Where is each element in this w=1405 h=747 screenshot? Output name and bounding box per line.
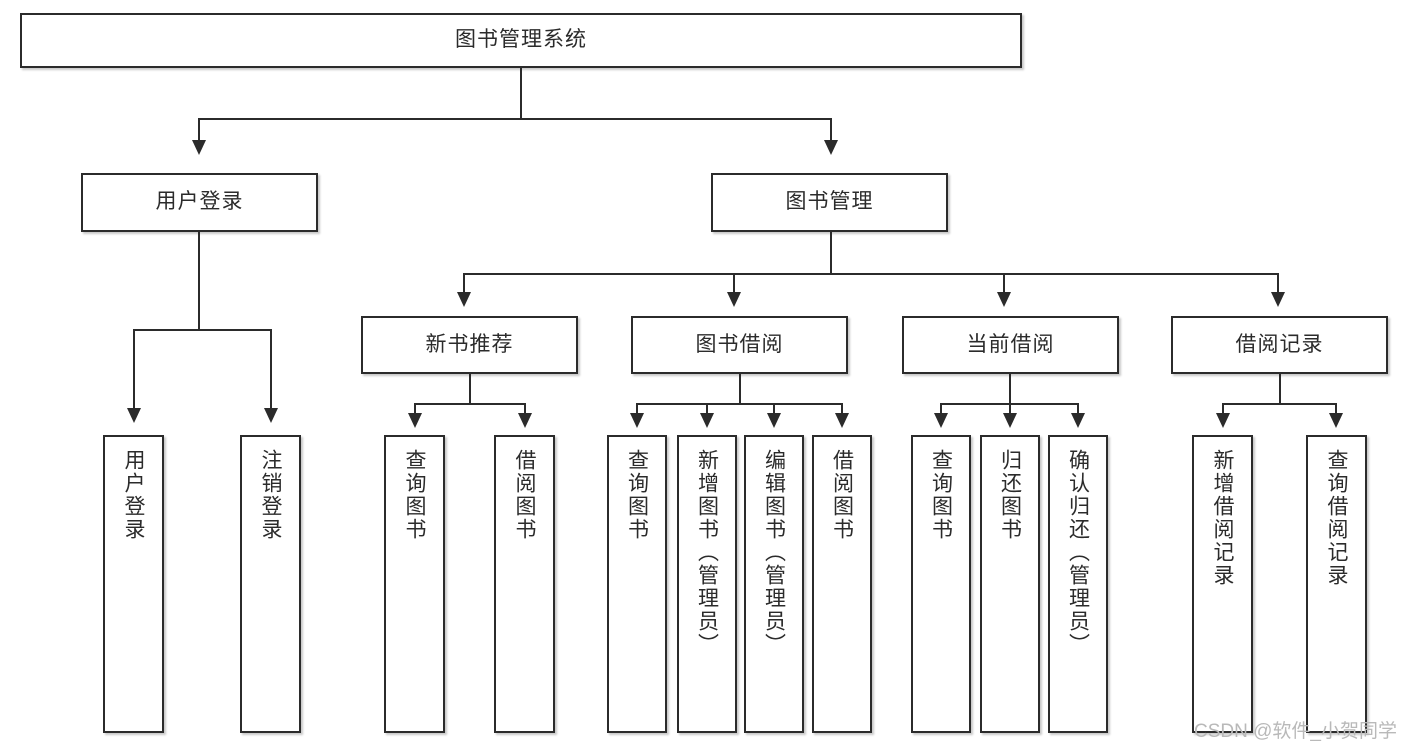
- connector-to-book-manage: [830, 118, 832, 143]
- arrowhead-to-book-borrow: [727, 292, 741, 307]
- leaf-logout[interactable]: 注销登录: [240, 435, 301, 733]
- connector-borrow-record-stem: [1279, 374, 1281, 404]
- connector-borrow-record-drop-1: [1222, 403, 1224, 416]
- arrowhead-book-borrow-leaf-4: [835, 413, 849, 428]
- connector-level1-bus: [198, 118, 832, 120]
- node-label: 查询图书: [403, 449, 427, 541]
- connector-to-new-book: [463, 273, 465, 295]
- arrowhead-to-user-login: [192, 140, 206, 155]
- connector-user-login-bus: [133, 329, 272, 331]
- connector-current-borrow-drop-1: [940, 403, 942, 416]
- arrowhead-borrow-record-leaf-1: [1216, 413, 1230, 428]
- arrowhead-to-current-borrow: [997, 292, 1011, 307]
- connector-user-login-drop-1: [133, 329, 135, 411]
- connector-new-book-stem: [469, 374, 471, 404]
- leaf-add-book-admin[interactable]: 新增图书（管理员）: [677, 435, 737, 733]
- connector-current-borrow-stem: [1009, 374, 1011, 404]
- node-root-system[interactable]: 图书管理系统: [20, 13, 1022, 68]
- arrowhead-current-borrow-leaf-1: [934, 413, 948, 428]
- arrowhead-to-borrow-record: [1271, 292, 1285, 307]
- leaf-add-borrow-record[interactable]: 新增借阅记录: [1192, 435, 1253, 733]
- node-label: 借阅记录: [1235, 332, 1324, 356]
- arrowhead-current-borrow-leaf-2: [1003, 413, 1017, 428]
- arrowhead-user-login-leaf-1: [127, 408, 141, 423]
- leaf-query-book-recommend[interactable]: 查询图书: [384, 435, 445, 733]
- leaf-query-book-current[interactable]: 查询图书: [911, 435, 971, 733]
- leaf-confirm-return-admin[interactable]: 确认归还（管理员）: [1048, 435, 1108, 733]
- connector-new-book-drop-2: [524, 403, 526, 416]
- node-label: 确认归还（管理员）: [1066, 449, 1090, 656]
- node-label: 图书管理系统: [455, 28, 587, 52]
- connector-borrow-record-bus: [1222, 403, 1337, 405]
- arrowhead-current-borrow-leaf-3: [1071, 413, 1085, 428]
- connector-book-borrow-drop-3: [773, 403, 775, 416]
- connector-to-current-borrow: [1003, 273, 1005, 295]
- connector-borrow-record-drop-2: [1335, 403, 1337, 416]
- connector-to-book-borrow: [733, 273, 735, 295]
- leaf-user-login[interactable]: 用户登录: [103, 435, 164, 733]
- leaf-borrow-book-recommend[interactable]: 借阅图书: [494, 435, 555, 733]
- arrowhead-book-borrow-leaf-3: [767, 413, 781, 428]
- connector-book-borrow-drop-1: [636, 403, 638, 416]
- node-book-borrow[interactable]: 图书借阅: [631, 316, 848, 374]
- node-label: 新增图书（管理员）: [695, 449, 719, 656]
- node-new-book-recommend[interactable]: 新书推荐: [361, 316, 578, 374]
- node-label: 图书管理: [785, 190, 874, 214]
- connector-user-login-drop-2: [270, 329, 272, 411]
- leaf-return-book[interactable]: 归还图书: [980, 435, 1040, 733]
- connector-user-login-stem: [198, 232, 200, 330]
- node-book-manage[interactable]: 图书管理: [711, 173, 948, 232]
- arrowhead-borrow-record-leaf-2: [1329, 413, 1343, 428]
- connector-new-book-bus: [414, 403, 526, 405]
- node-label: 当前借阅: [966, 332, 1055, 356]
- arrowhead-user-login-leaf-2: [264, 408, 278, 423]
- connector-current-borrow-drop-3: [1077, 403, 1079, 416]
- arrowhead-book-borrow-leaf-2: [700, 413, 714, 428]
- node-label: 查询图书: [929, 449, 953, 541]
- connector-root-stem: [520, 68, 522, 119]
- node-label: 编辑图书（管理员）: [762, 449, 786, 656]
- leaf-borrow-book[interactable]: 借阅图书: [812, 435, 872, 733]
- connector-book-manage-stem: [830, 232, 832, 274]
- node-borrow-record[interactable]: 借阅记录: [1171, 316, 1388, 374]
- arrowhead-to-new-book: [457, 292, 471, 307]
- connector-new-book-drop-1: [414, 403, 416, 416]
- node-label: 查询图书: [625, 449, 649, 541]
- node-user-login[interactable]: 用户登录: [81, 173, 318, 232]
- node-label: 借阅图书: [513, 449, 537, 541]
- arrowhead-new-book-leaf-1: [408, 413, 422, 428]
- node-label: 用户登录: [155, 190, 244, 214]
- connector-to-borrow-record: [1277, 273, 1279, 295]
- connector-level2-bus: [463, 273, 1279, 275]
- leaf-query-borrow-record[interactable]: 查询借阅记录: [1306, 435, 1367, 733]
- node-label: 查询借阅记录: [1325, 449, 1349, 587]
- connector-book-borrow-drop-2: [706, 403, 708, 416]
- node-label: 新增借阅记录: [1211, 449, 1235, 587]
- connector-to-user-login: [198, 118, 200, 143]
- arrowhead-book-borrow-leaf-1: [630, 413, 644, 428]
- node-label: 借阅图书: [830, 449, 854, 541]
- node-label: 注销登录: [259, 449, 283, 541]
- node-label: 用户登录: [122, 449, 146, 541]
- node-label: 图书借阅: [695, 332, 784, 356]
- connector-book-borrow-bus: [636, 403, 842, 405]
- node-current-borrow[interactable]: 当前借阅: [902, 316, 1119, 374]
- node-label: 新书推荐: [425, 332, 514, 356]
- leaf-query-book-borrow[interactable]: 查询图书: [607, 435, 667, 733]
- connector-current-borrow-drop-2: [1009, 403, 1011, 416]
- arrowhead-to-book-manage: [824, 140, 838, 155]
- node-label: 归还图书: [998, 449, 1022, 541]
- arrowhead-new-book-leaf-2: [518, 413, 532, 428]
- connector-book-borrow-stem: [739, 374, 741, 404]
- leaf-edit-book-admin[interactable]: 编辑图书（管理员）: [744, 435, 804, 733]
- connector-book-borrow-drop-4: [841, 403, 843, 416]
